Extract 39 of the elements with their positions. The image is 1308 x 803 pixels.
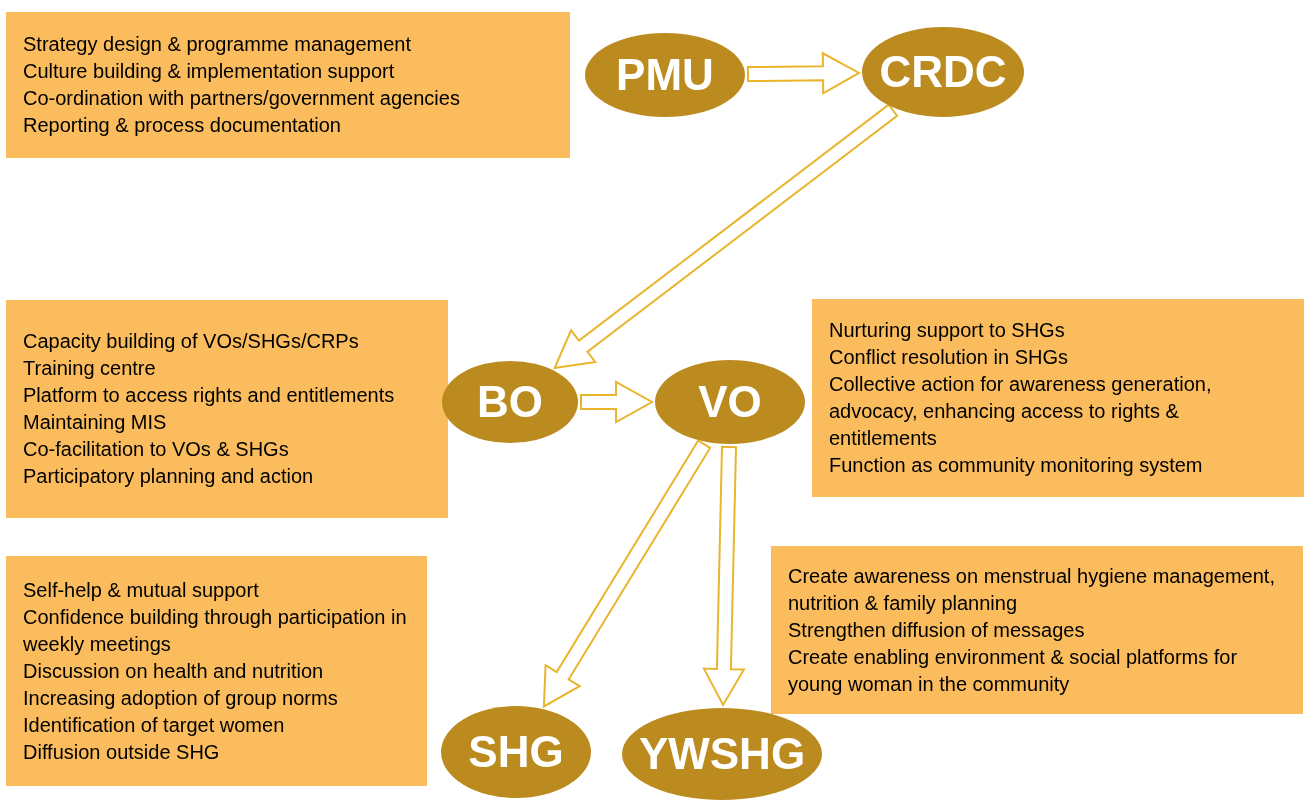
list-item: Diffusion outside SHG [23, 739, 221, 765]
hollow-arrow [580, 380, 655, 424]
list-item: Training centre [23, 356, 157, 381]
list-item: Maintaining MIS [23, 410, 168, 435]
note-box [812, 299, 1304, 497]
node-label: SHG [468, 730, 564, 774]
list-item: Create enabling environment & social platforms for young woman in the community [788, 644, 1239, 697]
list-item: Discussion on health and nutrition [23, 658, 325, 684]
list-item: Reporting & process documentation [23, 113, 342, 138]
hollow-arrow [746, 51, 862, 95]
list-item: Increasing adoption of group norms [23, 685, 339, 711]
list-item: Create awareness on menstrual hygiene management, nutrition & family planning [788, 563, 1276, 616]
list-item: Confidence building through participation in weekly meetings [23, 604, 408, 657]
node-label: PMU [616, 53, 714, 97]
node-label: BO [477, 380, 543, 424]
list-item: Conflict resolution in SHGs [829, 345, 1069, 370]
list-item: Collective action for awareness generation, advocacy, enhancing access to rights & entitlements [829, 372, 1213, 451]
hollow-arrow [702, 445, 746, 708]
list-item: Identification of target women [23, 712, 286, 738]
note-box [6, 556, 427, 786]
list-item: Nurturing support to SHGs [829, 318, 1066, 343]
hollow-arrow [542, 439, 712, 709]
list-item: Co-ordination with partners/government agencies [23, 86, 461, 111]
node-label: YWSHG [638, 732, 806, 776]
list-item: Self-help & mutual support [23, 577, 260, 603]
note-box [771, 546, 1303, 714]
list-item: Participatory planning and action [23, 464, 315, 489]
list-item: Strategy design & programme management [23, 32, 412, 57]
list-item: Function as community monitoring system [829, 453, 1204, 478]
list-item: Co-facilitation to VOs & SHGs [23, 437, 290, 462]
note-box [6, 12, 570, 158]
list-item: Culture building & implementation support [23, 59, 396, 84]
list-item: Platform to access rights and entitlements [23, 383, 396, 408]
node-label: CRDC [879, 50, 1007, 94]
list-item: Capacity building of VOs/SHGs/CRPs [23, 329, 360, 354]
list-item: Strengthen diffusion of messages [788, 617, 1086, 643]
hollow-arrow [552, 103, 899, 370]
node-label: VO [698, 380, 762, 424]
note-box [6, 300, 448, 518]
